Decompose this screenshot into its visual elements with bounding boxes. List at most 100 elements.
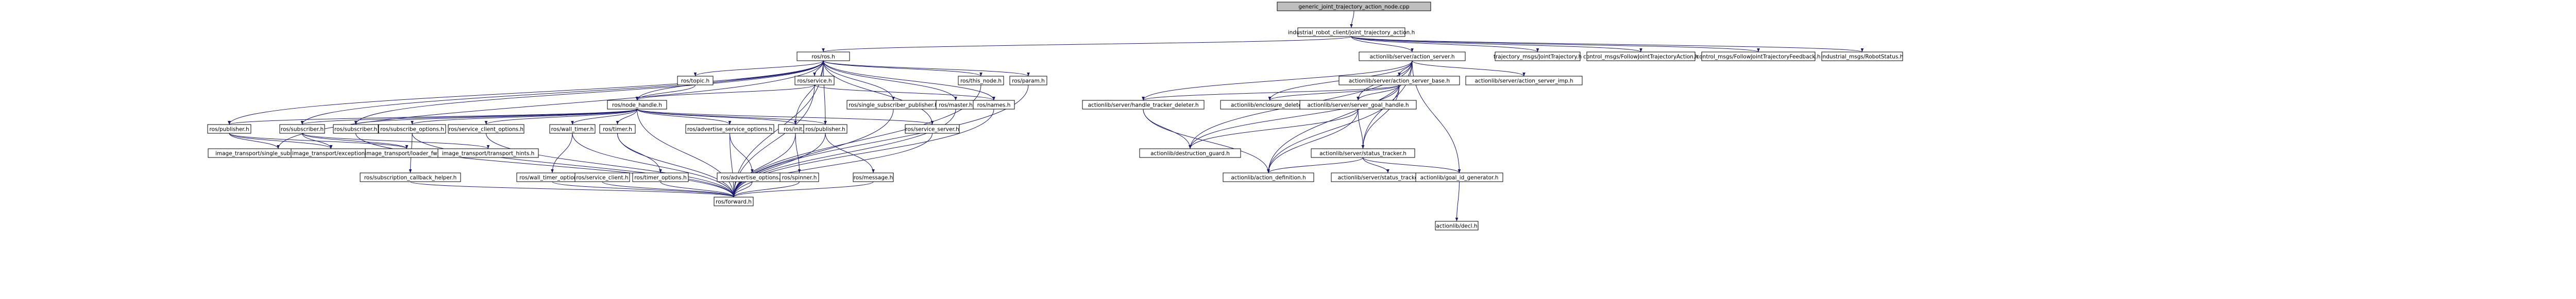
edge-jta-to-fjtf bbox=[1351, 36, 1760, 52]
node-walltimer[interactable]: ros/wall_timer.h bbox=[549, 124, 596, 134]
node-box bbox=[1297, 27, 1405, 37]
edge-asb-to-cd bbox=[1268, 84, 1400, 101]
node-box bbox=[378, 124, 446, 134]
node-nh[interactable]: ros/node_handle.h bbox=[607, 100, 667, 110]
node-gig[interactable]: actionlib/goal_id_generator.h bbox=[1415, 172, 1503, 182]
node-label: ros/subscription_callback_helper.h bbox=[364, 175, 457, 181]
node-jt[interactable]: trajectory_msgs/JointTrajectory.h bbox=[1494, 51, 1582, 61]
node-box bbox=[677, 76, 714, 85]
node-label: ros/ros.h bbox=[811, 54, 835, 60]
node-wto[interactable]: ros/wall_timer_options.h bbox=[516, 172, 588, 182]
node-th[interactable]: image_transport/transport_hints.h bbox=[437, 148, 539, 158]
node-st[interactable]: actionlib/server/status_tracker.h bbox=[1311, 148, 1415, 158]
edge-rosh-to-master bbox=[823, 60, 957, 101]
node-ao[interactable]: ros/advertise_options.h bbox=[717, 172, 788, 182]
node-msg[interactable]: ros/message.h bbox=[853, 172, 894, 182]
node-label: image_transport/loader_fwds.h bbox=[365, 151, 449, 157]
edge-nh-to-sub2 bbox=[354, 109, 637, 125]
node-srvserver[interactable]: ros/service_server.h bbox=[905, 124, 960, 134]
edge-as-to-htd bbox=[1142, 60, 1413, 101]
node-thisnode[interactable]: ros/this_node.h bbox=[958, 76, 1004, 85]
edge-rosh-to-sub1 bbox=[300, 60, 824, 125]
edge-nh-to-init bbox=[637, 109, 797, 125]
node-service[interactable]: ros/service.h bbox=[794, 76, 835, 85]
node-label: ros/publisher.h bbox=[805, 127, 845, 133]
edge-sub2-to-fwd bbox=[355, 133, 735, 198]
node-as[interactable]: actionlib/server/action_server.h bbox=[1359, 51, 1466, 61]
node-label: ros/timer_options.h bbox=[634, 175, 686, 181]
edge-as-to-asimp bbox=[1412, 60, 1526, 77]
node-asimp[interactable]: actionlib/server/action_server_imp.h bbox=[1465, 76, 1583, 85]
node-label: actionlib/server/server_goal_handle.h bbox=[1307, 102, 1409, 109]
edge-jta-to-jt bbox=[1351, 36, 1539, 52]
node-layer: generic_joint_trajectory_action_node.cpp… bbox=[207, 2, 1904, 231]
node-label: control_msgs/FollowJointTrajectoryFeedba… bbox=[1696, 54, 1820, 60]
edge-service-to-names bbox=[814, 84, 995, 101]
node-sgh[interactable]: actionlib/server/server_goal_handle.h bbox=[1299, 100, 1417, 110]
edge-wto-to-fwd bbox=[552, 181, 735, 198]
node-ssp[interactable]: ros/single_subscriber_publisher.h bbox=[846, 100, 940, 110]
node-cd[interactable]: actionlib/enclosure_deleter.h bbox=[1220, 100, 1319, 110]
node-master[interactable]: ros/master.h bbox=[936, 100, 976, 110]
node-param[interactable]: ros/param.h bbox=[1009, 76, 1047, 85]
node-exc[interactable]: image_transport/exception.h bbox=[291, 148, 371, 158]
node-dg[interactable]: actionlib/destruction_guard.h bbox=[1139, 148, 1241, 158]
node-label: ros/topic.h bbox=[681, 78, 709, 84]
node-box bbox=[448, 124, 524, 134]
edge-sub1-to-exc bbox=[302, 133, 333, 149]
node-asb[interactable]: actionlib/server/action_server_base.h bbox=[1338, 76, 1460, 85]
node-label: ros/advertise_options.h bbox=[721, 175, 784, 181]
edge-so-to-fwd bbox=[412, 133, 735, 198]
node-fwd[interactable]: ros/forward.h bbox=[714, 197, 754, 206]
edge-sgh-to-dg bbox=[1189, 109, 1359, 149]
node-sch[interactable]: ros/subscription_callback_helper.h bbox=[360, 172, 461, 182]
node-so[interactable]: ros/subscribe_options.h bbox=[378, 124, 446, 134]
node-sco[interactable]: ros/service_client_options.h bbox=[448, 124, 524, 134]
node-aso[interactable]: ros/advertise_service_options.h bbox=[685, 124, 774, 134]
node-box bbox=[1415, 172, 1503, 182]
node-sub2[interactable]: ros/subscriber.h bbox=[333, 124, 379, 134]
node-names[interactable]: ros/names.h bbox=[973, 100, 1015, 110]
edge-asb-to-dg bbox=[1189, 84, 1400, 149]
edge-aso-to-ao bbox=[730, 133, 754, 173]
node-box bbox=[1586, 51, 1696, 61]
node-pub2[interactable]: ros/publisher.h bbox=[803, 124, 848, 134]
node-label: ros/advertise_service_options.h bbox=[687, 127, 772, 133]
node-rs[interactable]: industrial_msgs/RobotStatus.h bbox=[1821, 51, 1904, 61]
node-ad[interactable]: actionlib/action_definition.h bbox=[1223, 172, 1314, 182]
node-lf[interactable]: image_transport/loader_fwds.h bbox=[365, 148, 449, 158]
node-decl[interactable]: actionlib/decl.h bbox=[1435, 221, 1479, 231]
edge-service-to-nh bbox=[635, 84, 815, 101]
node-label: ros/wall_timer_options.h bbox=[519, 175, 585, 181]
node-label: ros/timer.h bbox=[603, 127, 632, 133]
node-pub1[interactable]: ros/publisher.h bbox=[207, 124, 251, 134]
edge-htd-to-dg bbox=[1143, 109, 1192, 149]
node-sc[interactable]: ros/service_client.h bbox=[574, 172, 630, 182]
edge-nh-to-timer bbox=[616, 109, 637, 125]
node-to[interactable]: ros/timer_options.h bbox=[632, 172, 689, 182]
node-sub1[interactable]: ros/subscriber.h bbox=[279, 124, 325, 134]
node-rosh[interactable]: ros/ros.h bbox=[796, 51, 850, 61]
node-label: image_transport/transport_hints.h bbox=[442, 151, 535, 157]
node-spinner[interactable]: ros/spinner.h bbox=[779, 172, 819, 182]
edge-srvserver-to-fwd bbox=[732, 133, 933, 198]
node-box bbox=[1082, 100, 1205, 110]
node-fjtf[interactable]: control_msgs/FollowJointTrajectoryFeedba… bbox=[1696, 51, 1821, 61]
node-timer[interactable]: ros/timer.h bbox=[599, 124, 636, 134]
node-box bbox=[207, 124, 251, 134]
node-fjta[interactable]: control_msgs/FollowJointTrajectoryAction… bbox=[1583, 51, 1699, 61]
edge-rosh-to-pub2 bbox=[823, 60, 827, 125]
node-box bbox=[1299, 100, 1417, 110]
node-box bbox=[1435, 221, 1479, 231]
node-box bbox=[333, 124, 379, 134]
edge-sgh-to-ad bbox=[1267, 109, 1359, 173]
node-box bbox=[1495, 51, 1581, 61]
node-label: ros/single_subscriber_publisher.h bbox=[849, 102, 938, 109]
node-label: trajectory_msgs/JointTrajectory.h bbox=[1494, 54, 1582, 60]
node-box bbox=[1223, 172, 1314, 182]
node-label: industrial_robot_client/joint_trajectory… bbox=[1288, 30, 1415, 36]
edge-aso-to-fwd bbox=[730, 133, 735, 198]
node-jta[interactable]: industrial_robot_client/joint_trajectory… bbox=[1288, 27, 1415, 37]
node-topic[interactable]: ros/topic.h bbox=[677, 76, 714, 85]
node-htd[interactable]: actionlib/server/handle_tracker_deleter.… bbox=[1082, 100, 1205, 110]
